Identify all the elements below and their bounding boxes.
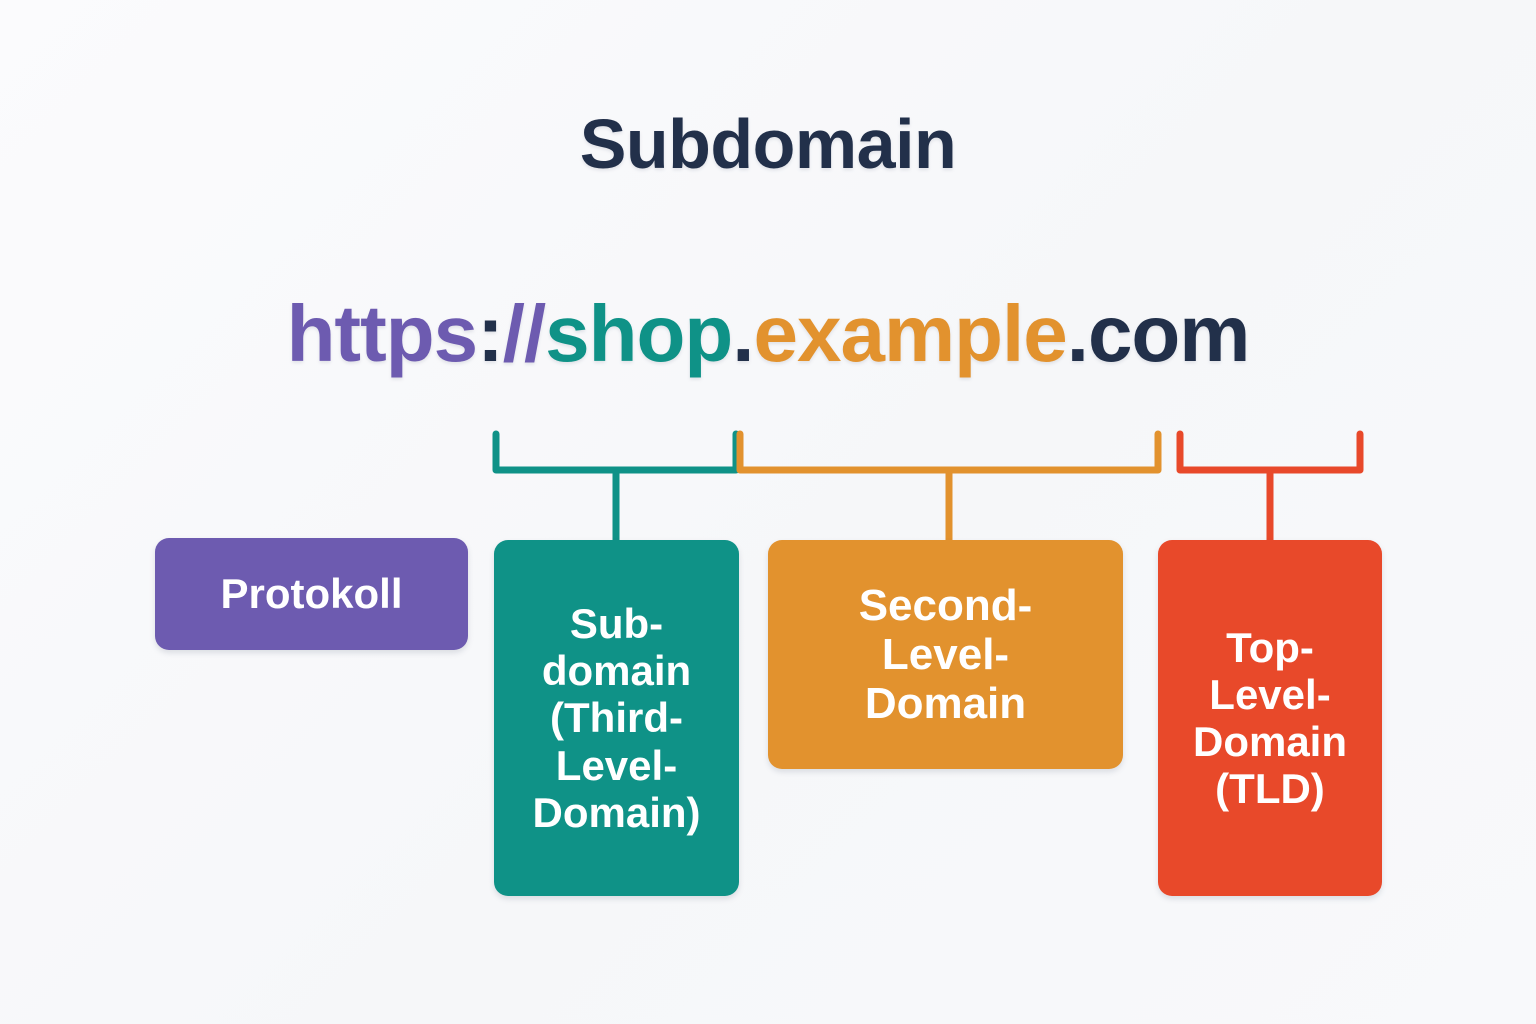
url-segment-top-level: com xyxy=(1087,289,1250,378)
url-segment-colon: : xyxy=(477,289,504,378)
bracket-sld xyxy=(736,430,1162,474)
bracket-tld xyxy=(1176,430,1364,474)
url-segment-protocol: https xyxy=(286,289,479,378)
bracket-subdomain xyxy=(492,430,740,474)
label-box-protokoll[interactable]: Protokoll xyxy=(155,538,468,650)
url-segment-dot-2: . xyxy=(1066,289,1089,378)
page-title: Subdomain xyxy=(579,105,957,183)
url-string: https://shop.example.com xyxy=(0,288,1536,380)
url-segment-subdomain: shop xyxy=(545,289,733,378)
label-box-second-level-domain[interactable]: Second- Level- Domain xyxy=(768,540,1123,769)
label-box-top-level-domain[interactable]: Top- Level- Domain (TLD) xyxy=(1158,540,1382,896)
label-box-subdomain[interactable]: Sub- domain (Third- Level- Domain) xyxy=(494,540,739,896)
url-segment-second-level: example xyxy=(753,289,1068,378)
url-segment-dot-1: . xyxy=(732,289,754,378)
url-segment-slashes: // xyxy=(502,289,546,378)
